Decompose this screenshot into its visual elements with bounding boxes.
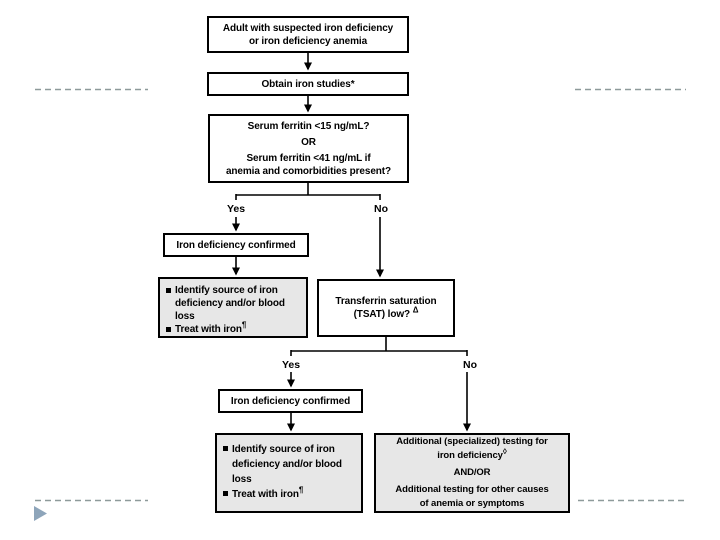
box-tsat: Transferrin saturation (TSAT) low? Δ	[317, 279, 455, 337]
footnote-diamond: ◊	[502, 446, 507, 456]
branch-label-yes-2: Yes	[281, 359, 301, 371]
box-text-line: or iron deficiency anemia	[248, 35, 368, 47]
box-serum-ferritin: Serum ferritin <15 ng/mL? OR Serum ferri…	[208, 114, 409, 183]
branch-label-no-1: No	[374, 203, 388, 215]
box-text-line: AND/OR	[453, 467, 491, 478]
box-text-line: anemia and comorbidities present?	[225, 165, 392, 177]
box-iron-deficiency-confirmed-2: Iron deficiency confirmed	[218, 389, 363, 413]
bullet-text: Treat with iron¶	[232, 485, 304, 500]
bullet-square-icon	[223, 491, 228, 496]
branch-label-no-2: No	[463, 359, 477, 371]
box-text-line: Adult with suspected iron deficiency	[222, 22, 394, 34]
box-text-line: (TSAT) low? Δ	[353, 305, 419, 320]
box-text-line: Iron deficiency confirmed	[176, 239, 296, 251]
bullet-square-icon	[166, 288, 171, 293]
bullet-item: Treat with iron¶	[223, 485, 304, 502]
bullet-text: Identify source of iron deficiency and/o…	[232, 444, 342, 485]
box-actions-1: Identify source of iron deficiency and/o…	[158, 277, 308, 338]
bullet-item: Treat with iron¶	[166, 320, 247, 336]
play-triangle-icon	[34, 506, 47, 521]
bullet-square-icon	[223, 446, 228, 451]
box-text-line: Obtain iron studies*	[261, 78, 355, 90]
bullet-text: Treat with iron¶	[175, 320, 247, 335]
box-adult-suspected: Adult with suspected iron deficiency or …	[207, 16, 409, 53]
box-actions-2: Identify source of iron deficiency and/o…	[215, 433, 363, 513]
box-text-line: of anemia or symptoms	[419, 498, 525, 509]
footnote-pilcrow: ¶	[241, 320, 247, 330]
bullet-item: Identify source of iron deficiency and/o…	[223, 442, 357, 487]
box-text-line: Serum ferritin <15 ng/mL?	[247, 120, 370, 132]
branch-label-yes-1: Yes	[226, 203, 246, 215]
footnote-pilcrow: ¶	[298, 485, 304, 495]
box-text-line: Additional (specialized) testing for	[396, 436, 548, 447]
box-text-line: Serum ferritin <41 ng/mL if	[246, 152, 371, 164]
box-text-line: iron deficiency◊	[437, 446, 507, 461]
box-text-line: Iron deficiency confirmed	[230, 395, 351, 407]
box-text-line: Additional testing for other causes	[395, 484, 549, 495]
bullet-item: Identify source of iron deficiency and/o…	[166, 284, 302, 323]
bullet-text: Identify source of iron deficiency and/o…	[175, 285, 285, 322]
box-text-line: OR	[301, 136, 316, 148]
bullet-square-icon	[166, 327, 171, 332]
footnote-delta: Δ	[412, 305, 419, 315]
box-text-line: Transferrin saturation	[335, 296, 437, 307]
box-obtain-iron-studies: Obtain iron studies*	[207, 72, 409, 96]
box-additional-testing: Additional (specialized) testing for iro…	[374, 433, 570, 513]
box-iron-deficiency-confirmed-1: Iron deficiency confirmed	[163, 233, 309, 257]
